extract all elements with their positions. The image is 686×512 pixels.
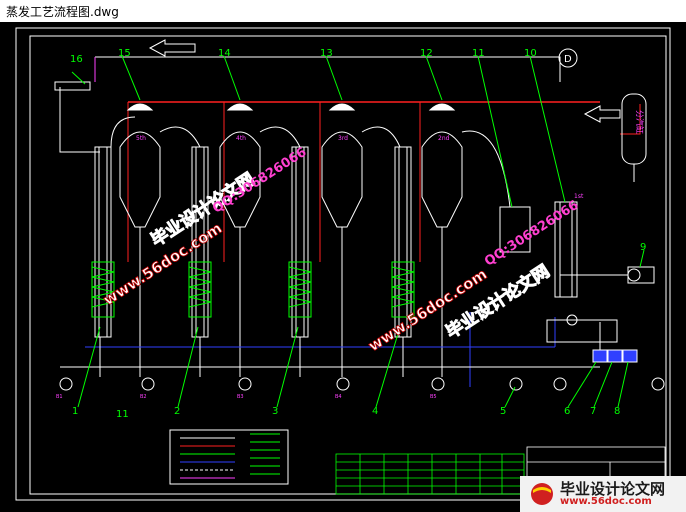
separator-4 xyxy=(421,103,463,377)
steam-inlet-arrow xyxy=(583,105,621,123)
callout-3: 3 xyxy=(272,406,278,417)
pump-tags: B1 B2 B3 B4 B5 xyxy=(56,394,437,400)
pump-tag-2: B2 xyxy=(140,394,147,400)
evaporator-1 xyxy=(91,146,115,338)
separator-2 xyxy=(219,103,261,377)
dosing-tanks xyxy=(592,349,638,363)
vacuum-pump-9 xyxy=(560,266,655,284)
vessel-tag-2: 2nd xyxy=(438,135,450,142)
vapor-outlet-arrow xyxy=(148,39,196,57)
steam-drum-label: 分汽缸 xyxy=(635,110,645,134)
pump-row xyxy=(59,377,665,391)
callout-11-bottom: 11 xyxy=(116,409,129,420)
steam-drum xyxy=(621,93,647,182)
logo-icon xyxy=(531,483,553,505)
separator-1 xyxy=(119,103,161,377)
window-title: 蒸发工艺流程图.dwg xyxy=(6,5,119,19)
steam-supply xyxy=(620,104,641,135)
callout-15: 15 xyxy=(118,48,131,59)
legend-table xyxy=(169,429,289,485)
callout-labels: 16 15 14 13 12 11 10 9 8 7 6 5 4 3 2 1 1… xyxy=(70,48,646,420)
callout-4: 4 xyxy=(372,406,378,417)
callout-14: 14 xyxy=(218,48,231,59)
d-marker-text: D xyxy=(564,54,572,65)
evaporator-4 xyxy=(391,146,415,338)
pump-tag-3: B3 xyxy=(237,394,244,400)
vessel-tag-1: 1st xyxy=(574,193,584,200)
pump-tag-5: B5 xyxy=(430,394,437,400)
callout-9: 9 xyxy=(640,242,646,253)
process-flow-diagram: 16 15 14 13 12 11 10 9 8 7 6 5 4 3 2 1 1… xyxy=(15,27,671,501)
pump-tag-1: B1 xyxy=(56,394,63,400)
vessel-tag-3: 3rd xyxy=(338,135,348,142)
callout-16: 16 xyxy=(70,54,83,65)
drawing-canvas[interactable]: 16 15 14 13 12 11 10 9 8 7 6 5 4 3 2 1 1… xyxy=(0,22,686,512)
vessel-tags: 5th 4th 3rd 2nd 1st xyxy=(136,135,584,200)
separator-3 xyxy=(321,103,363,377)
inner-frame xyxy=(29,35,667,495)
callout-7: 7 xyxy=(590,406,596,417)
vessel-tag-5: 5th xyxy=(136,135,146,142)
vessel-tag-4: 4th xyxy=(236,135,246,142)
d-marker-circle xyxy=(558,48,578,68)
pump-tag-4: B4 xyxy=(335,394,342,400)
window-titlebar: 蒸发工艺流程图.dwg xyxy=(0,0,686,23)
callout-2: 2 xyxy=(174,406,180,417)
callout-6: 6 xyxy=(564,406,570,417)
leader-lines xyxy=(71,55,645,408)
callout-13: 13 xyxy=(320,48,333,59)
callout-1: 1 xyxy=(72,406,78,417)
outer-frame xyxy=(15,27,671,501)
valve-manifold xyxy=(546,319,618,343)
callout-8: 8 xyxy=(614,406,620,417)
logo-brand: 毕业设计论文网 xyxy=(560,480,666,498)
vapor-line-top xyxy=(95,56,561,82)
footer-logo: 毕业设计论文网 www.56doc.com xyxy=(520,476,686,512)
vapor-line-left xyxy=(59,87,100,153)
callout-12: 12 xyxy=(420,48,433,59)
callout-11: 11 xyxy=(472,48,485,59)
condenser-10 xyxy=(499,201,578,298)
logo-url: www.56doc.com xyxy=(560,496,652,507)
evaporator-3 xyxy=(288,146,312,338)
callout-10: 10 xyxy=(524,48,537,59)
condenser-16 xyxy=(54,81,91,91)
callout-5: 5 xyxy=(500,406,506,417)
